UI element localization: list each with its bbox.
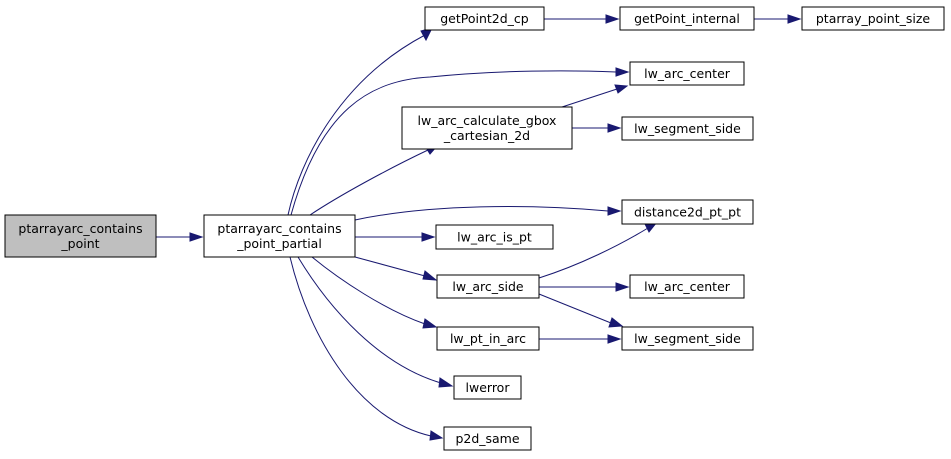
node-lw-arc-is-pt[interactable]: lw_arc_is_pt [435,224,554,250]
node-lw-arc-center-bottom[interactable]: lw_arc_center [629,274,745,299]
node-label: lw_pt_in_arc [450,331,526,346]
node-box [203,214,356,258]
edge-ptarrayarc_contains_point_partial-to-lw_arc_is_pt [355,232,436,242]
node-lw-arc-calculate-gbox-cartesian-2d[interactable]: lw_arc_calculate_gbox_cartesian_2d [401,106,573,150]
arrowhead [614,84,629,94]
node-label: lw_arc_is_pt [457,230,532,245]
node-label: lw_arc_center [644,279,731,294]
arrowhead [189,232,204,242]
edge-ptarrayarc_contains_point_partial-to-lwerror [297,256,454,388]
node-p2d-same[interactable]: p2d_same [443,426,532,451]
node-box [436,326,540,351]
arrowhead [607,206,622,216]
arrowhead [787,14,802,24]
node-ptarray-point-size[interactable]: ptarray_point_size [801,6,945,31]
node-box [401,106,573,150]
node-box [621,326,754,351]
node-lw-segment-side-bottom[interactable]: lw_segment_side [621,326,754,351]
edge-ptarrayarc_contains_point_partial-to-p2d_same [289,256,444,441]
node-label: lw_segment_side [634,121,741,136]
arrowhead [608,317,624,328]
edge-line [297,256,442,384]
node-lw-arc-side[interactable]: lw_arc_side [436,274,540,299]
node-label: ptarrayarc_contains [18,221,142,236]
arrowhead [615,282,630,292]
node-box [621,116,754,141]
edge-lw_arc_side-to-lw_arc_center_bottom [539,282,630,292]
edge-line [538,227,649,279]
arrowhead [605,14,620,24]
node-label: getPoint2d_cp [440,11,529,26]
node-box [619,6,755,31]
edge-lw_arc_calculate_gbox_cartesian_2d-to-lw_arc_center_top [561,84,629,108]
edge-ptarrayarc_contains_point_partial-to-lw_arc_side [354,256,438,281]
node-label: lw_arc_calculate_gbox [418,113,557,128]
node-lwerror[interactable]: lwerror [453,375,522,400]
node-getPoint-internal[interactable]: getPoint_internal [619,6,755,31]
arrowhead [421,232,436,242]
node-box [4,214,157,258]
edge-lw_pt_in_arc-to-lw_segment_side_bottom [539,334,622,344]
edge-lw_arc_calculate_gbox_cartesian_2d-to-lw_segment_side_top [572,123,622,133]
node-lw-segment-side-top[interactable]: lw_segment_side [621,116,754,141]
arrowhead [615,67,630,77]
edge-getPoint_internal-to-ptarray_point_size [754,14,802,24]
call-nodes: ptarrayarc_contains_pointptarrayarc_cont… [4,6,945,451]
edge-line [289,256,432,437]
node-label: ptarray_point_size [816,11,931,26]
edge-line [290,70,617,216]
edge-lw_arc_side-to-lw_segment_side_bottom [538,293,624,328]
arrowhead [422,270,438,281]
node-box [621,199,754,225]
node-box [801,6,945,31]
node-ptarrayarc-contains-point-partial[interactable]: ptarrayarc_contains_point_partial [203,214,356,258]
edge-ptarrayarc_contains_point_partial-to-lw_arc_center_top [290,67,630,216]
arrowhead [607,123,622,133]
edge-lw_arc_side-to-distance2d_pt_pt [538,221,659,279]
node-box [629,274,745,299]
edge-ptarrayarc_contains_point-to-ptarrayarc_contains_point_partial [156,232,204,242]
edge-line [538,293,612,324]
node-label: lwerror [466,380,511,395]
node-box [443,426,532,451]
node-label: _point_partial [236,236,322,251]
edge-line [354,206,609,221]
arrowhead [438,377,454,388]
edge-line [311,256,426,325]
arrowhead [429,430,444,441]
node-getPoint2d-cp[interactable]: getPoint2d_cp [424,6,545,31]
node-box [453,375,522,400]
node-label: lw_segment_side [634,331,741,346]
node-label: lw_arc_center [644,66,731,81]
node-box [424,6,545,31]
node-lw-arc-center-top[interactable]: lw_arc_center [629,61,745,86]
edge-line [354,256,426,277]
node-label: _point [60,236,99,251]
node-label: p2d_same [455,431,519,446]
node-label: ptarrayarc_contains [217,221,341,236]
arrowhead [422,318,438,329]
node-lw-pt-in-arc[interactable]: lw_pt_in_arc [436,326,540,351]
node-box [629,61,745,86]
arrowhead [607,334,622,344]
edge-ptarrayarc_contains_point_partial-to-lw_arc_calculate_gbox_cartesian_2d [309,145,439,216]
edge-line [287,34,426,216]
node-box [435,224,554,250]
node-box [436,274,540,299]
edge-line [309,149,429,216]
node-ptarrayarc-contains-point[interactable]: ptarrayarc_contains_point [4,214,157,258]
edge-ptarrayarc_contains_point_partial-to-distance2d_pt_pt [354,206,622,221]
edge-ptarrayarc_contains_point_partial-to-lw_pt_in_arc [311,256,438,329]
node-label: _cartesian_2d [443,128,530,143]
node-label: getPoint_internal [634,11,740,26]
edge-getPoint2d_cp-to-getPoint_internal [544,14,620,24]
node-label: distance2d_pt_pt [634,205,741,220]
node-label: lw_arc_side [452,279,524,294]
edge-line [561,88,618,108]
node-distance2d-pt-pt[interactable]: distance2d_pt_pt [621,199,754,225]
